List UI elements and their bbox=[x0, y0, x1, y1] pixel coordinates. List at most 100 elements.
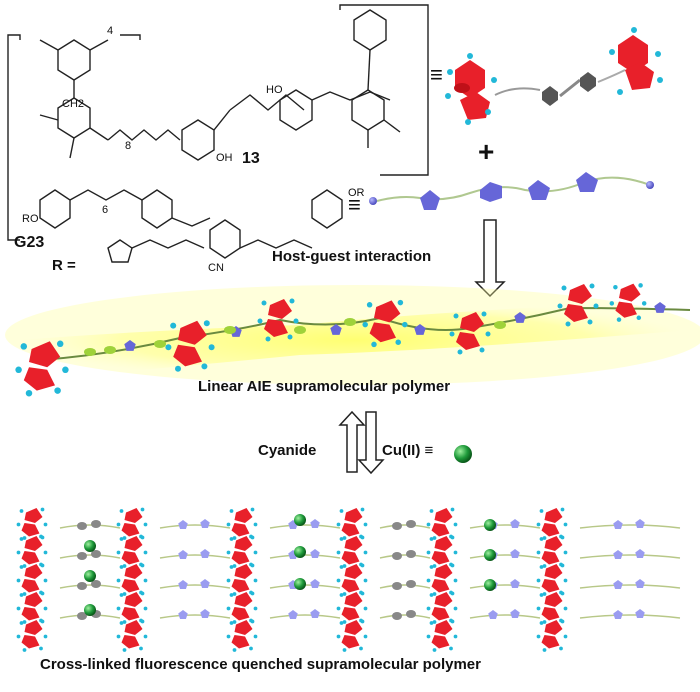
benzene-ring bbox=[181, 119, 215, 161]
pillararene-unit bbox=[226, 507, 258, 540]
triazole-ring bbox=[107, 239, 133, 263]
pillararene-unit bbox=[116, 619, 148, 652]
label-r-group: R = bbox=[52, 257, 76, 274]
equiv-symbol-host: ≡ bbox=[430, 62, 443, 87]
pillararene-unit bbox=[16, 563, 48, 596]
cu-ion bbox=[84, 604, 96, 616]
label-cyanide: Cyanide bbox=[258, 442, 317, 459]
cu-ion bbox=[484, 519, 496, 531]
pillararene-unit bbox=[449, 311, 491, 355]
pillararene-unit bbox=[362, 299, 408, 348]
guest-pentagon bbox=[613, 610, 623, 620]
guest-pentagon bbox=[635, 579, 645, 589]
guest-pentagon bbox=[200, 579, 210, 589]
pillararene-right bbox=[609, 27, 663, 95]
left-pillar-bracket bbox=[7, 34, 21, 241]
pillararene-unit bbox=[16, 619, 48, 652]
label-compound-g23: G23 bbox=[14, 234, 45, 251]
benzene-ring bbox=[353, 9, 387, 51]
label-ro: RO bbox=[22, 213, 39, 225]
pillararene-unit bbox=[336, 563, 368, 596]
pillararene-unit bbox=[536, 535, 568, 568]
pillararene-unit bbox=[257, 298, 299, 342]
structure-13 bbox=[7, 4, 429, 241]
guest-pentagon bbox=[200, 519, 210, 529]
label-ch2: CH2 bbox=[62, 98, 85, 110]
cu-ion bbox=[294, 514, 306, 526]
pillararene-unit bbox=[116, 591, 148, 624]
guest-pentagon bbox=[178, 520, 188, 530]
pillararene-unit bbox=[226, 619, 258, 652]
linear-polymer-units bbox=[15, 283, 666, 397]
cu-ion bbox=[294, 546, 306, 558]
pillararene-unit bbox=[426, 619, 458, 652]
pillararene-unit bbox=[16, 507, 48, 540]
benzene-ring bbox=[39, 189, 71, 229]
label-sub8: 8 bbox=[125, 140, 132, 152]
label-sub6: 6 bbox=[102, 204, 109, 216]
pillararene-unit bbox=[609, 283, 647, 322]
cu-ion bbox=[84, 540, 96, 552]
pillararene-unit bbox=[536, 507, 568, 540]
crosslinked-network bbox=[16, 507, 681, 652]
guest-model bbox=[369, 172, 654, 210]
pillararene-unit bbox=[116, 563, 148, 596]
guest-pentagon bbox=[200, 609, 210, 619]
guest-pentagon bbox=[613, 580, 623, 590]
benzene-ring bbox=[279, 89, 313, 131]
label-sub4: 4 bbox=[107, 25, 114, 37]
aggregate-bead bbox=[344, 318, 356, 326]
cu-ion bbox=[294, 578, 306, 590]
aggregate-bead bbox=[154, 340, 166, 348]
aggregate-bead bbox=[294, 326, 306, 334]
guest-pentagon bbox=[510, 519, 520, 529]
aggregate-bead bbox=[224, 326, 236, 334]
guest-pentagon bbox=[178, 610, 188, 620]
pillararene-unit bbox=[116, 507, 148, 540]
label-compound-13: 13 bbox=[242, 150, 260, 167]
pillararene-unit bbox=[165, 320, 215, 372]
guest-pentagon bbox=[613, 550, 623, 560]
benzene-ring bbox=[57, 39, 91, 81]
label-or: OR bbox=[348, 187, 365, 199]
host-model bbox=[445, 27, 663, 125]
pillararene-unit bbox=[336, 591, 368, 624]
pillararene-unit bbox=[336, 507, 368, 540]
pillararene-unit bbox=[426, 591, 458, 624]
pillararene-unit bbox=[336, 535, 368, 568]
label-cu: Cu(II) ≡ bbox=[382, 442, 434, 459]
benzene-ring bbox=[311, 189, 343, 229]
guest-pentagon bbox=[514, 312, 526, 323]
label-cn: CN bbox=[208, 262, 224, 274]
pillararene-unit bbox=[15, 340, 69, 397]
arrow-down bbox=[357, 411, 385, 475]
guest-pentagon bbox=[613, 520, 623, 530]
guest-pentagon bbox=[510, 579, 520, 589]
pillararene-unit bbox=[426, 535, 458, 568]
cu-ion bbox=[484, 579, 496, 591]
pillararene-left bbox=[445, 53, 497, 125]
label-crosslinked: Cross-linked fluorescence quenched supra… bbox=[40, 656, 481, 673]
guest-pentagon bbox=[310, 579, 320, 589]
linear-polymer bbox=[5, 285, 700, 385]
guest-pentagon bbox=[510, 549, 520, 559]
guest-pentagon bbox=[330, 324, 342, 335]
guest-pentagon bbox=[635, 609, 645, 619]
pillararene-unit bbox=[336, 619, 368, 652]
equiv-symbol-guest: ≡ bbox=[348, 192, 361, 217]
pillararene-unit bbox=[536, 591, 568, 624]
cu-ion bbox=[84, 570, 96, 582]
guest-pentagon bbox=[124, 340, 136, 351]
pillararene-unit bbox=[226, 535, 258, 568]
reversible-arrows bbox=[338, 410, 385, 475]
pillararene-unit bbox=[226, 591, 258, 624]
pillararene-unit bbox=[226, 563, 258, 596]
guest-pentagon bbox=[200, 549, 210, 559]
cu-ion-sphere bbox=[454, 445, 472, 463]
guest-pentagon bbox=[178, 580, 188, 590]
pillararene-unit bbox=[426, 563, 458, 596]
aggregate-bead bbox=[104, 346, 116, 354]
guest-pentagon bbox=[310, 519, 320, 529]
guest-pentagon bbox=[288, 610, 298, 620]
